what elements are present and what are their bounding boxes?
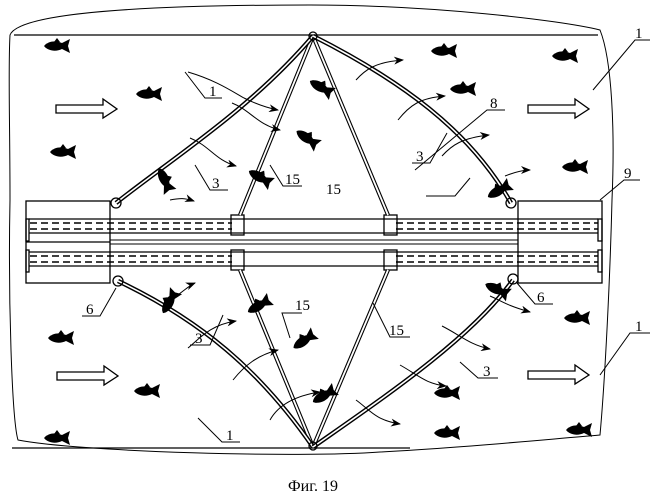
net-lower-right [311,278,515,449]
label-6-right: 6 [537,290,545,306]
flow-direction-arrow [527,97,591,120]
label-1-bottom-right: 1 [635,319,643,335]
lower-beam [29,251,598,267]
fish-icon [308,382,339,409]
net-lower-left [117,278,315,449]
fish-icon [136,86,162,101]
net-upper-left [114,34,315,205]
figure-caption: Фиг. 19 [288,478,338,495]
hinge-lower-left [112,275,124,287]
label-15-lower-left: 15 [295,298,310,314]
fish-icon [292,124,323,152]
fish-path-arrows [169,56,531,427]
label-3-upper-right: 3 [416,149,424,165]
fish-icon [288,326,319,354]
apex-joint-bottom [308,441,318,451]
hinge-lower-right [507,273,519,285]
fish-icon [564,310,590,325]
fish-group [44,38,592,445]
left-bank-structure [25,200,111,284]
label-3-upper-left: 3 [212,176,220,192]
channel-break-outline [8,4,614,455]
fish-icon [152,164,178,195]
label-15-lower-right: 15 [389,323,404,339]
fish-icon [44,430,70,445]
fish-icon [450,81,476,96]
fish-icon [50,144,76,159]
fish-icon [434,385,460,400]
upper-beam [29,218,598,234]
hinge-upper-left [110,197,122,209]
flow-direction-arrow [527,363,591,386]
label-15-upper-left: 15 [285,172,300,188]
label-1-top-left: 1 [209,84,217,100]
center-gap [110,239,518,245]
fish-icon [48,330,74,345]
label-8: 8 [490,96,498,112]
label-15-upper-center: 15 [326,182,341,198]
slider-block-lower-right [383,249,398,271]
apex-joint-top [308,31,318,41]
fish-icon [562,159,588,174]
fish-icon [434,425,460,440]
label-3-lower-left: 3 [195,331,203,347]
slider-block-upper-right [383,214,398,236]
support-rods-lower [238,269,390,448]
right-bank-structure [517,200,603,284]
label-6-left: 6 [86,302,94,318]
fish-icon [431,43,457,58]
fish-icon [552,48,578,63]
flow-direction-arrow [56,364,120,387]
label-1-top-right: 1 [635,26,643,42]
slider-block-upper-left [230,214,245,236]
label-3-lower-right: 3 [483,364,491,380]
net-upper-right [311,33,513,205]
label-9: 9 [624,166,632,182]
label-1-bottom-left: 1 [226,428,234,444]
hinge-upper-right [505,197,517,209]
flow-direction-arrow [55,97,119,120]
slider-block-lower-left [230,249,245,271]
fish-icon [44,38,70,53]
fish-icon [566,422,592,437]
label-leader-lines [82,39,650,443]
fish-icon [134,383,160,398]
